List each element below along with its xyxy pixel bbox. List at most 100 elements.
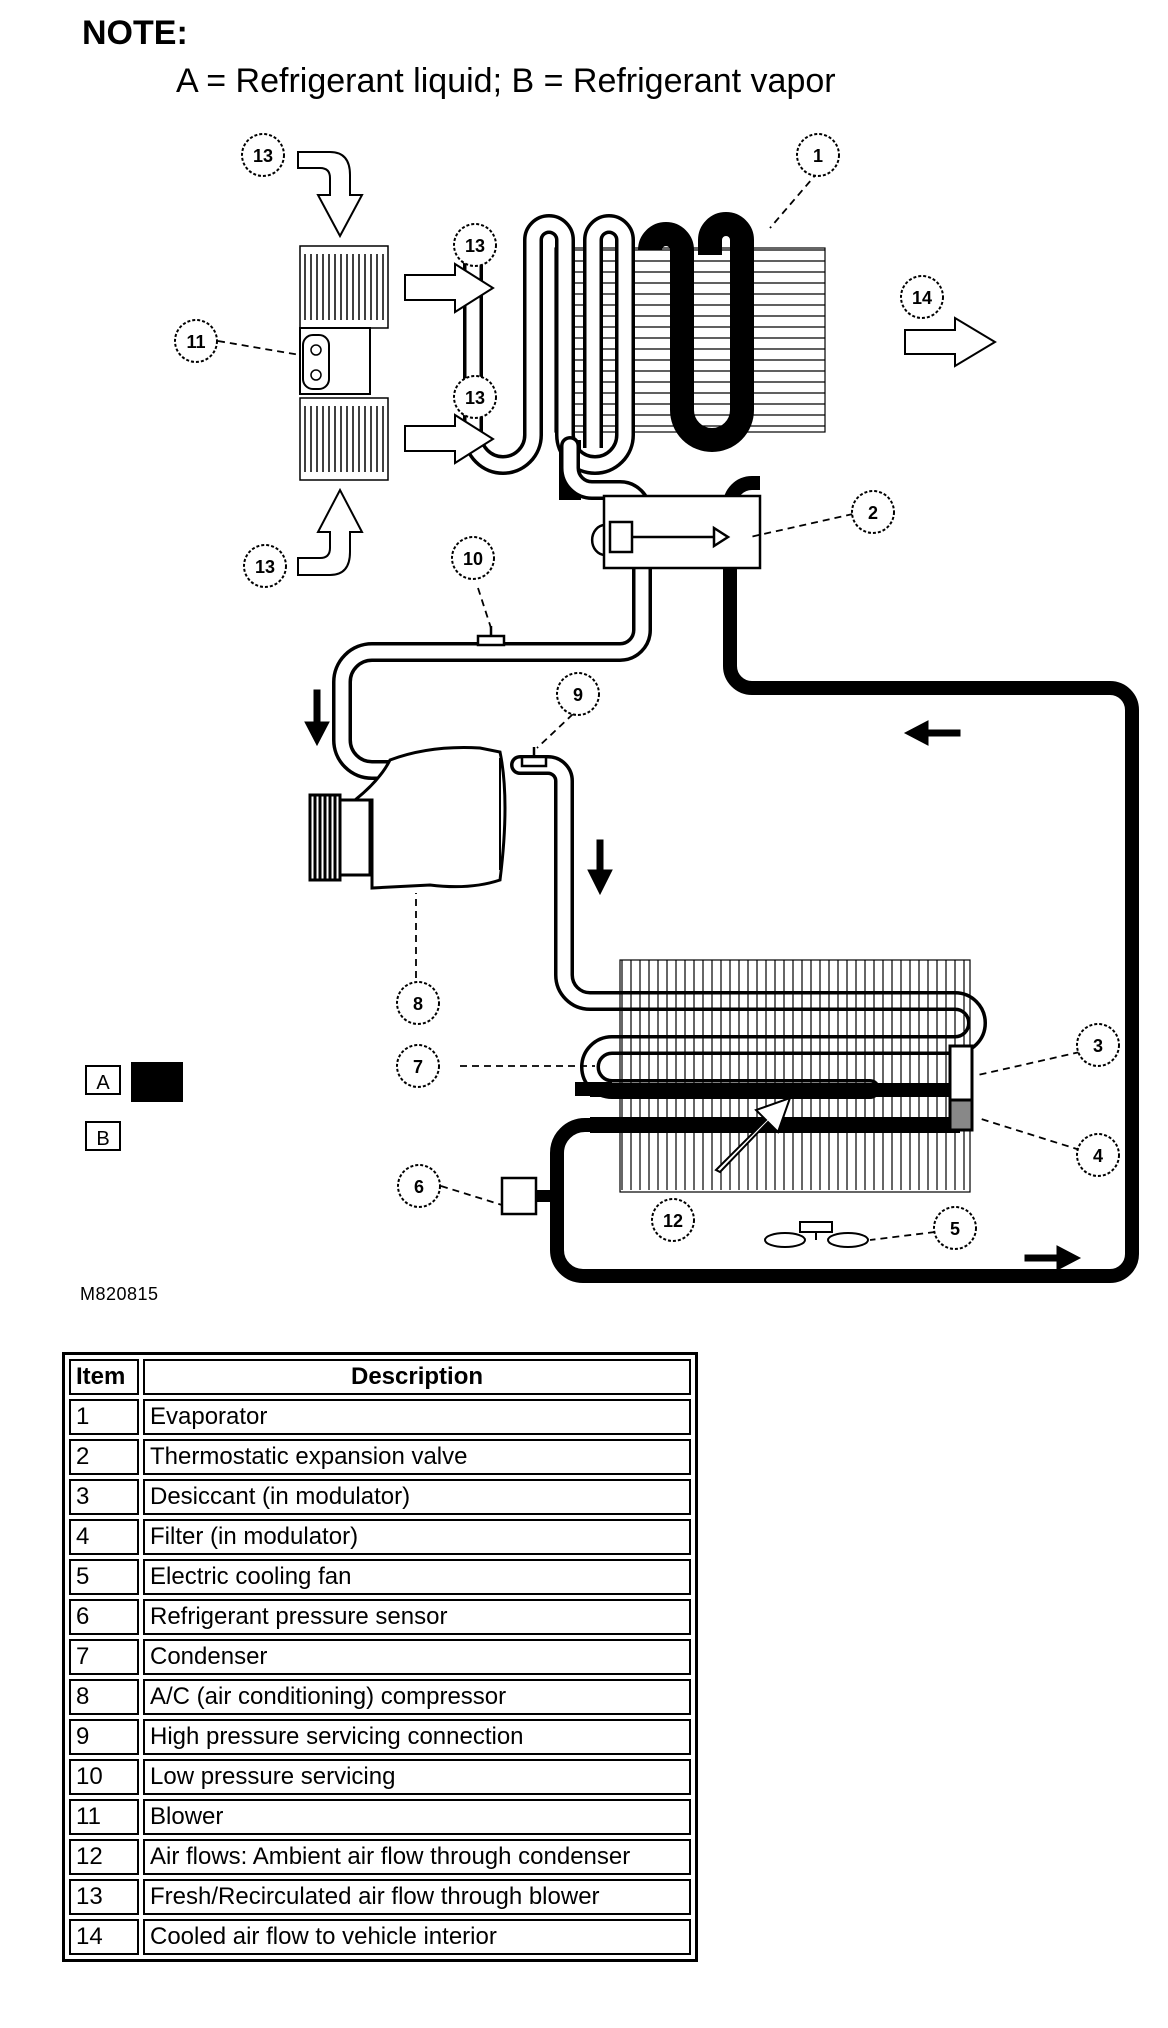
callout-label: 3 — [1093, 1036, 1103, 1056]
callout-3: 3 — [1076, 1023, 1120, 1067]
callout-4: 4 — [1076, 1133, 1120, 1177]
callout-8: 8 — [396, 981, 440, 1025]
table-header-description: Description — [143, 1359, 691, 1395]
leader-lines — [217, 171, 1081, 1241]
callout-label: 13 — [465, 388, 485, 408]
callout-11: 11 — [174, 319, 218, 363]
table-cell-description: Filter (in modulator) — [143, 1519, 691, 1555]
callout-13-top-in: 13 — [241, 133, 285, 177]
table-cell-item: 8 — [69, 1679, 139, 1715]
modulator — [948, 1044, 974, 1132]
air-flow-arrows — [297, 151, 997, 1174]
callout-14: 14 — [900, 275, 944, 319]
table-cell-item: 4 — [69, 1519, 139, 1555]
table-cell-item: 2 — [69, 1439, 139, 1475]
callout-label: 2 — [868, 503, 878, 523]
callout-label: 4 — [1093, 1146, 1103, 1166]
callout-7: 7 — [396, 1044, 440, 1088]
table-cell-item: 9 — [69, 1719, 139, 1755]
blower — [299, 245, 389, 481]
callout-13-bottom-out: 13 — [453, 375, 497, 419]
evaporator-vapor-coil-inner — [466, 217, 632, 472]
air-flow-arrow-13-out-top — [404, 262, 495, 314]
callout-12: 12 — [651, 1198, 695, 1242]
table-header-item: Item — [69, 1359, 139, 1395]
callout-label: 12 — [663, 1211, 683, 1231]
table-cell-description: High pressure servicing connection — [143, 1719, 691, 1755]
blower-wheels — [299, 245, 389, 481]
callout-13-top-out: 13 — [453, 223, 497, 267]
table-cell-item: 3 — [69, 1479, 139, 1515]
table-header-row: Item Description — [69, 1359, 691, 1395]
condenser-fins — [619, 959, 971, 1193]
table-cell-description: Refrigerant pressure sensor — [143, 1599, 691, 1635]
table-cell-description: Electric cooling fan — [143, 1559, 691, 1595]
callout-label: 7 — [413, 1057, 423, 1077]
table-cell-item: 10 — [69, 1759, 139, 1795]
table-cell-description: A/C (air conditioning) compressor — [143, 1679, 691, 1715]
table-cell-description: Air flows: Ambient air flow through cond… — [143, 1839, 691, 1875]
vapor-lines — [332, 436, 987, 1099]
condenser — [590, 959, 971, 1193]
air-flow-arrow-14-out — [904, 316, 997, 368]
callout-label: 9 — [573, 685, 583, 705]
callout-label: 13 — [255, 557, 275, 577]
table-cell-item: 11 — [69, 1799, 139, 1835]
table-cell-item: 14 — [69, 1919, 139, 1955]
callout-13-bottom-in: 13 — [243, 544, 287, 588]
table-cell-description: Condenser — [143, 1639, 691, 1675]
callout-5: 5 — [933, 1206, 977, 1250]
air-flow-arrow-13-in-top — [297, 151, 364, 239]
table-cell-item: 7 — [69, 1639, 139, 1675]
table-cell-item: 5 — [69, 1559, 139, 1595]
note-text: A = Refrigerant liquid; B = Refrigerant … — [176, 62, 836, 100]
low-pressure-servicing-port — [476, 626, 506, 647]
callout-6: 6 — [397, 1164, 441, 1208]
table-cell-description: Evaporator — [143, 1399, 691, 1435]
cooling-fan — [764, 1221, 869, 1248]
expansion-valve — [590, 494, 762, 570]
flow-direction-arrows — [304, 689, 1082, 1271]
table-cell-description: Blower — [143, 1799, 691, 1835]
arrow-down-left — [304, 689, 330, 747]
table-cell-item: 1 — [69, 1399, 139, 1435]
table-cell-description: Cooled air flow to vehicle interior — [143, 1919, 691, 1955]
arrow-left-top — [903, 720, 961, 746]
callout-2: 2 — [851, 490, 895, 534]
callout-1: 1 — [796, 133, 840, 177]
pressure-sensor — [500, 1176, 560, 1216]
table-cell-description: Low pressure servicing — [143, 1759, 691, 1795]
callout-10: 10 — [451, 536, 495, 580]
callout-label: 8 — [413, 994, 423, 1014]
compressor — [308, 746, 507, 890]
air-flow-arrow-12-through-condenser — [714, 1096, 792, 1174]
air-flow-arrow-13-out-bottom — [404, 413, 495, 465]
callout-label: 14 — [912, 288, 932, 308]
callout-label: 13 — [253, 146, 273, 166]
table-cell-item: 6 — [69, 1599, 139, 1635]
table-cell-description: Desiccant (in modulator) — [143, 1479, 691, 1515]
table-cell-item: 12 — [69, 1839, 139, 1875]
arrow-down-right — [587, 839, 613, 896]
evaporator-vapor-coil-outline — [463, 214, 635, 475]
figure-code: M820815 — [80, 1284, 159, 1304]
table-cell-item: 13 — [69, 1879, 139, 1915]
callout-label: 10 — [463, 549, 483, 569]
callout-label: 13 — [465, 236, 485, 256]
callout-label: 6 — [414, 1177, 424, 1197]
